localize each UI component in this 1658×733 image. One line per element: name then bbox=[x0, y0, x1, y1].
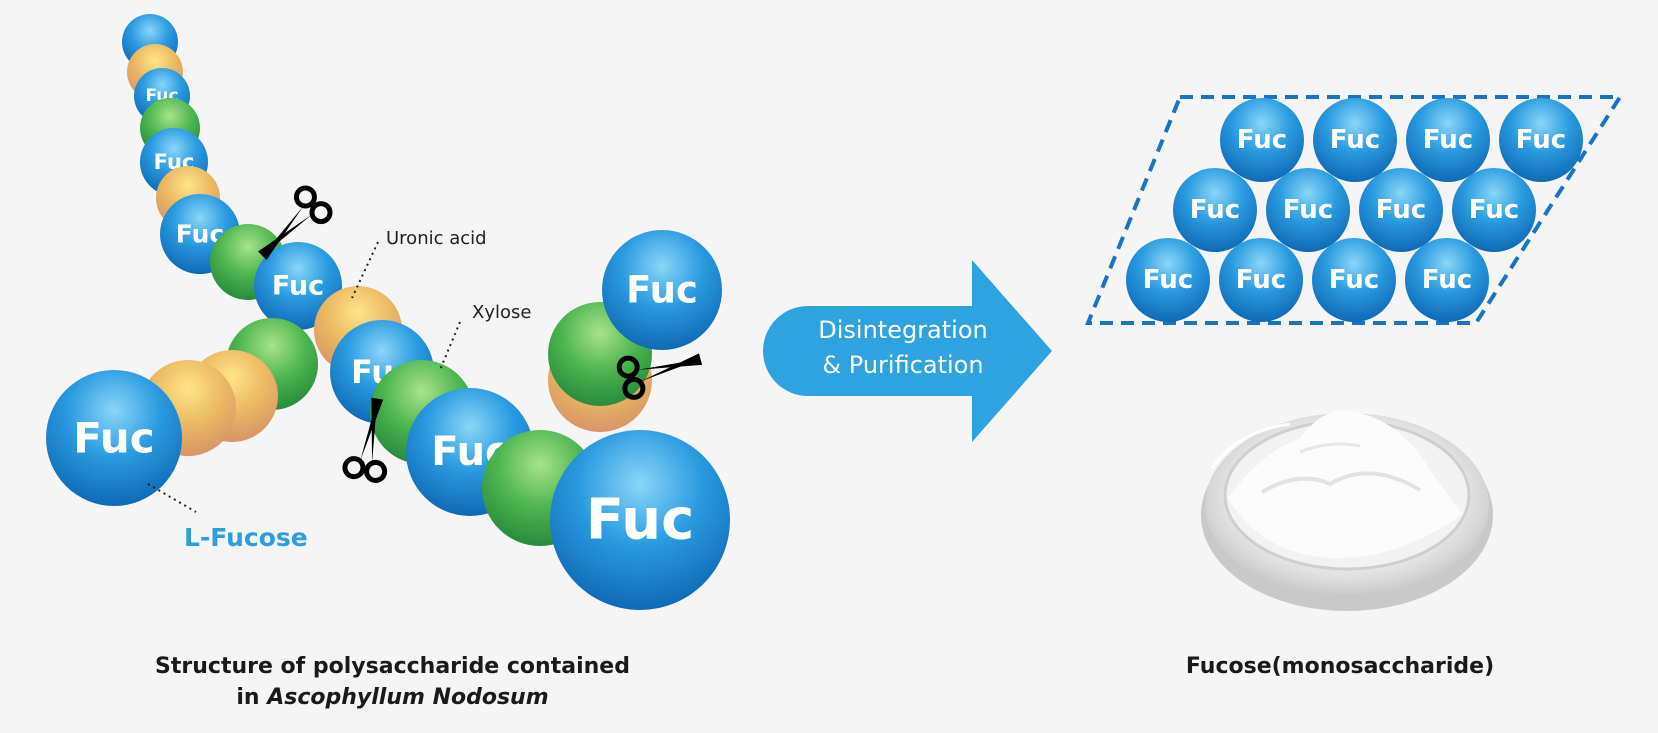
fucose-bead bbox=[1499, 98, 1583, 182]
process-arrow bbox=[763, 260, 1052, 442]
uronic-acid-label: Uronic acid bbox=[386, 228, 487, 249]
l-fucose-label: L-Fucose bbox=[184, 523, 308, 552]
structure-caption: Structure of polysaccharide contained in… bbox=[120, 651, 665, 713]
fucose-bead bbox=[1405, 238, 1489, 322]
fucose-bead bbox=[1312, 238, 1396, 322]
structure-caption-line-2: in Ascophyllum Nodosum bbox=[120, 682, 665, 713]
fucose-bead bbox=[550, 430, 730, 610]
fucose-bead bbox=[602, 230, 722, 350]
fucose-bead-label: Fuc bbox=[1469, 195, 1519, 225]
fucose-bead bbox=[1219, 238, 1303, 322]
fucose-bead-label: Fuc bbox=[1143, 265, 1193, 295]
fucose-bead-label: Fuc bbox=[1376, 195, 1426, 225]
species-name: Ascophyllum Nodosum bbox=[267, 685, 549, 710]
uronic-acid-leader bbox=[351, 241, 379, 299]
fucose-bead bbox=[1126, 238, 1210, 322]
fucose-bead-label: Fuc bbox=[1330, 125, 1380, 155]
fucose-bead-label: Fuc bbox=[1237, 125, 1287, 155]
process-arrow-text: Disintegration & Purification bbox=[768, 313, 1038, 383]
xylose-leader bbox=[439, 321, 461, 371]
fucose-bead bbox=[1220, 98, 1304, 182]
fucose-bead-label: Fuc bbox=[586, 488, 695, 553]
arrow-line-1: Disintegration bbox=[818, 316, 988, 344]
fucose-bead-label: Fuc bbox=[626, 269, 698, 312]
xylose-label: Xylose bbox=[472, 302, 531, 323]
fucose-bead bbox=[1173, 168, 1257, 252]
fucose-bead bbox=[1359, 168, 1443, 252]
fucose-bead bbox=[1452, 168, 1536, 252]
fucose-bead-label: Fuc bbox=[1516, 125, 1566, 155]
caption-prefix: in bbox=[236, 685, 268, 710]
monosaccharide-caption: Fucose(monosaccharide) bbox=[1185, 654, 1495, 679]
fucose-bead-label: Fuc bbox=[1329, 265, 1379, 295]
fucose-bead-label: Fuc bbox=[1423, 125, 1473, 155]
fucose-bead-label: Fuc bbox=[1422, 265, 1472, 295]
fucose-bead bbox=[1406, 98, 1490, 182]
structure-caption-line-1: Structure of polysaccharide contained bbox=[155, 654, 630, 679]
fucose-bead-label: Fuc bbox=[272, 271, 324, 302]
fucose-bead bbox=[1266, 168, 1350, 252]
fucose-bead-label: Fuc bbox=[1236, 265, 1286, 295]
powder-dish-icon bbox=[1201, 410, 1493, 611]
fucose-bead-label: Fuc bbox=[1283, 195, 1333, 225]
fucose-bead bbox=[1313, 98, 1397, 182]
arrow-line-2: & Purification bbox=[822, 351, 984, 379]
fucose-bead-label: Fuc bbox=[73, 414, 154, 463]
fucose-bead bbox=[46, 370, 182, 506]
monosaccharide-grid-outline bbox=[1085, 95, 1624, 325]
fucose-bead-label: Fuc bbox=[1190, 195, 1240, 225]
